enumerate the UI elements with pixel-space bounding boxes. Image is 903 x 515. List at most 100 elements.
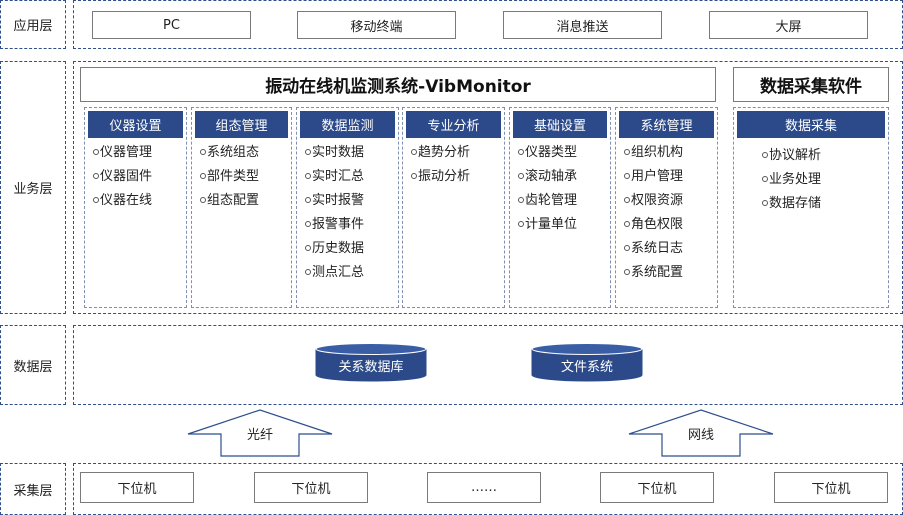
list-item: 组织机构 [624, 144, 715, 168]
list-item: 齿轮管理 [518, 192, 608, 216]
list-item: 测点汇总 [305, 264, 396, 288]
system-title: 振动在线机监测系统-VibMonitor [80, 67, 716, 102]
list-item-label: 滚动轴承 [525, 169, 578, 184]
database-icon [315, 343, 427, 382]
bullet-icon [305, 173, 311, 179]
list-item-label: 系统配置 [631, 265, 684, 280]
device-box-ellipsis: …… [427, 472, 541, 503]
system-title-text: 振动在线机监测系统-VibMonitor [265, 77, 531, 97]
list-item-label: 计量单位 [525, 217, 578, 232]
bullet-icon [624, 149, 630, 155]
module-header: 组态管理 [195, 111, 288, 138]
list-item: 实时数据 [305, 144, 396, 168]
list-item-label: 振动分析 [418, 169, 471, 184]
bullet-icon [200, 173, 206, 179]
layer-label-collect-text: 采集层 [13, 483, 53, 499]
module-header: 专业分析 [406, 111, 501, 138]
list-item: 用户管理 [624, 168, 715, 192]
list-item-label: 齿轮管理 [525, 193, 578, 208]
list-item: 组态配置 [200, 192, 289, 216]
list-item-label: 系统组态 [207, 145, 260, 160]
list-item-label: 业务处理 [769, 172, 822, 187]
list-item-label: 仪器固件 [100, 169, 153, 184]
layer-label-collect: 采集层 [0, 463, 66, 515]
bullet-icon [305, 197, 311, 203]
file-system-label: 文件系统 [560, 360, 613, 375]
bullet-icon [411, 149, 417, 155]
module-analysis: 专业分析 趋势分析 振动分析 [402, 107, 505, 308]
list-item: 滚动轴承 [518, 168, 608, 192]
list-item-label: 测点汇总 [312, 265, 365, 280]
ellipsis-label: …… [471, 480, 497, 495]
bullet-icon [762, 200, 768, 206]
list-item: 历史数据 [305, 240, 396, 264]
device-label: 下位机 [291, 482, 331, 497]
list-item: 报警事件 [305, 216, 396, 240]
list-item: 仪器管理 [93, 144, 184, 168]
module-system-management: 系统管理 组织机构 用户管理 权限资源 角色权限 系统日志 系统配置 [615, 107, 718, 308]
layer-label-data-text: 数据层 [13, 359, 53, 375]
app-item-mobile-label: 移动终端 [350, 19, 403, 35]
app-item-pc: PC [92, 11, 251, 39]
list-item-label: 系统日志 [631, 241, 684, 256]
bullet-icon [93, 149, 99, 155]
bullet-icon [200, 197, 206, 203]
app-item-pc-label: PC [163, 17, 180, 33]
bullet-icon [93, 197, 99, 203]
list-item-label: 实时汇总 [312, 169, 365, 184]
list-item: 协议解析 [762, 147, 886, 171]
list-item-label: 报警事件 [312, 217, 365, 232]
software-title-text: 数据采集软件 [760, 77, 862, 97]
bullet-icon [624, 173, 630, 179]
list-item-label: 协议解析 [769, 148, 822, 163]
device-box: 下位机 [600, 472, 714, 503]
module-data-collection: 数据采集 协议解析 业务处理 数据存储 [733, 107, 889, 308]
bullet-icon [411, 173, 417, 179]
bullet-icon [305, 149, 311, 155]
list-item-label: 实时数据 [312, 145, 365, 160]
device-box: 下位机 [254, 472, 368, 503]
module-configuration: 组态管理 系统组态 部件类型 组态配置 [191, 107, 292, 308]
list-item: 角色权限 [624, 216, 715, 240]
list-item-label: 权限资源 [631, 193, 684, 208]
bullet-icon [518, 197, 524, 203]
bullet-icon [624, 221, 630, 227]
list-item: 仪器类型 [518, 144, 608, 168]
device-box: 下位机 [774, 472, 888, 503]
module-instrument-settings: 仪器设置 仪器管理 仪器固件 仪器在线 [84, 107, 187, 308]
layer-label-business: 业务层 [0, 61, 66, 314]
bullet-icon [518, 149, 524, 155]
list-item: 权限资源 [624, 192, 715, 216]
layer-label-app: 应用层 [0, 0, 66, 49]
bullet-icon [305, 245, 311, 251]
software-title: 数据采集软件 [733, 67, 889, 102]
module-header: 数据采集 [737, 111, 885, 138]
list-item: 系统日志 [624, 240, 715, 264]
layer-label-app-text: 应用层 [13, 19, 53, 34]
bullet-icon [624, 269, 630, 275]
app-item-mobile: 移动终端 [297, 11, 456, 39]
cable-arrow: 网线 [628, 409, 774, 457]
module-header: 仪器设置 [88, 111, 183, 138]
list-item-label: 实时报警 [312, 193, 365, 208]
bullet-icon [305, 221, 311, 227]
module-basic-settings: 基础设置 仪器类型 滚动轴承 齿轮管理 计量单位 [509, 107, 611, 308]
bullet-icon [518, 221, 524, 227]
bullet-icon [624, 197, 630, 203]
bullet-icon [762, 176, 768, 182]
module-header: 系统管理 [619, 111, 714, 138]
layer-label-data: 数据层 [0, 325, 66, 405]
device-label: 下位机 [811, 482, 851, 497]
list-item: 数据存储 [762, 195, 886, 219]
list-item: 系统组态 [200, 144, 289, 168]
database-cylinder: 关系数据库 [315, 343, 427, 383]
list-item-label: 部件类型 [207, 169, 260, 184]
fiber-label: 光纤 [246, 428, 273, 443]
list-item: 趋势分析 [411, 144, 502, 168]
file-system-cylinder: 文件系统 [531, 343, 643, 383]
app-item-push: 消息推送 [503, 11, 662, 39]
storage-icon [531, 343, 643, 382]
database-label: 关系数据库 [338, 360, 404, 375]
layer-label-business-text: 业务层 [13, 182, 53, 197]
list-item: 振动分析 [411, 168, 502, 192]
